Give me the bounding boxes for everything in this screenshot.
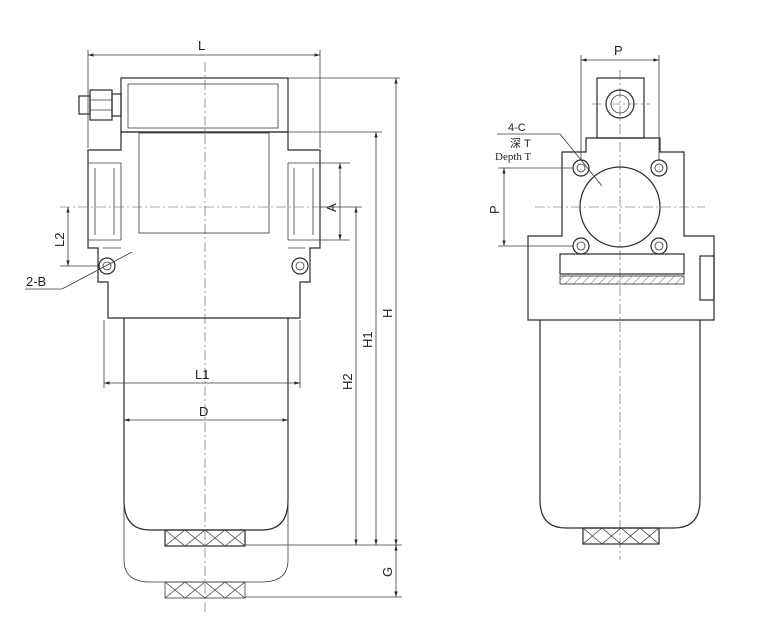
side-seal-band bbox=[559, 253, 685, 275]
front-view bbox=[60, 62, 330, 612]
side-dimensions: P P 4-C 深 T Depth T bbox=[487, 43, 660, 247]
dim-P-top-label: P bbox=[614, 43, 623, 58]
dim-4C-label: 4-C bbox=[508, 122, 526, 134]
dim-P-side-label: P bbox=[487, 205, 502, 214]
depth-en-label: Depth T bbox=[495, 151, 531, 163]
front-head-body bbox=[87, 131, 321, 319]
front-top-cap bbox=[120, 77, 289, 133]
side-hatched-strip bbox=[559, 275, 685, 285]
mount-hole-left bbox=[98, 257, 116, 275]
left-port bbox=[88, 162, 122, 241]
dim-A-label: A bbox=[324, 203, 339, 212]
side-top-boss bbox=[596, 77, 645, 139]
right-port bbox=[287, 162, 320, 241]
front-cap-window bbox=[127, 83, 279, 129]
side-indicator bbox=[699, 255, 715, 301]
dim-L-label: L bbox=[198, 38, 205, 53]
side-bowl bbox=[539, 320, 701, 529]
front-head-inner bbox=[138, 132, 270, 234]
dim-D-label: D bbox=[199, 404, 208, 419]
hex-bolt-icon bbox=[78, 89, 122, 121]
front-dimensions: L L1 D L2 2-B A H H1 H2 bbox=[25, 38, 402, 598]
dim-H2-label: H2 bbox=[340, 373, 355, 390]
dim-L1-label: L1 bbox=[195, 367, 209, 382]
side-view bbox=[527, 70, 715, 560]
dim-G-label: G bbox=[380, 567, 395, 577]
front-bowl bbox=[123, 318, 289, 531]
mount-hole-right bbox=[291, 257, 309, 275]
dim-H-label: H bbox=[380, 309, 395, 318]
depth-cn-label: 深 T bbox=[510, 137, 531, 150]
dim-H1-label: H1 bbox=[360, 331, 375, 348]
side-drain-nut bbox=[582, 527, 660, 545]
dim-2B-label: 2-B bbox=[26, 274, 46, 289]
side-head-body bbox=[527, 137, 715, 321]
dim-L2-label: L2 bbox=[52, 233, 67, 247]
